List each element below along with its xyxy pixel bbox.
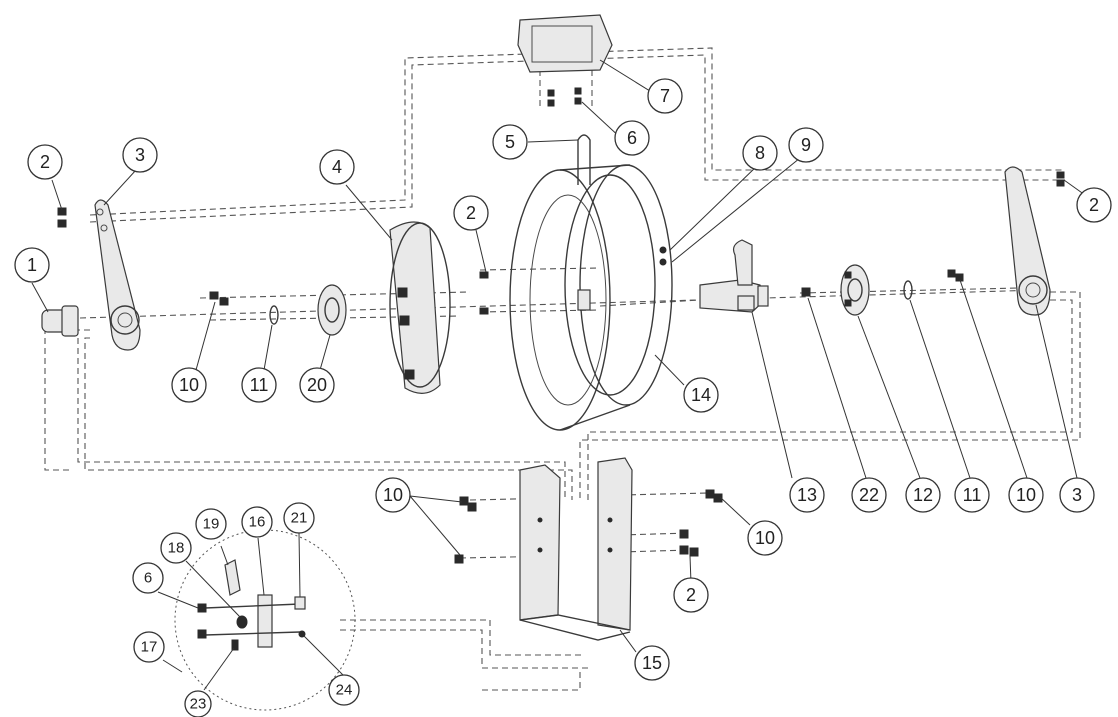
callout-10: 10 (1008, 477, 1044, 513)
callout-10: 10 (747, 520, 783, 556)
callout-17: 17 (133, 631, 165, 663)
callout-10: 10 (171, 367, 207, 403)
callout-20: 20 (299, 367, 335, 403)
part-bolts-10-left (209, 291, 229, 306)
callout-label: 11 (250, 375, 269, 395)
callout-3: 3 (122, 137, 158, 173)
callout-9: 9 (788, 127, 824, 163)
callout-label: 3 (135, 145, 145, 165)
callout-label: 17 (141, 639, 158, 656)
leader-lines (31, 59, 1086, 691)
callout-label: 6 (144, 570, 152, 587)
callout-14: 14 (683, 377, 719, 413)
callout-label: 18 (168, 540, 185, 557)
callout-2: 2 (673, 577, 709, 613)
part-reel-drum (479, 164, 673, 431)
callout-19: 19 (195, 508, 227, 540)
callout-1: 1 (14, 247, 50, 283)
callout-6: 6 (132, 562, 164, 594)
callout-label: 10 (179, 375, 199, 395)
callout-2: 2 (1076, 187, 1112, 223)
callout-label: 10 (755, 528, 775, 548)
callout-label: 5 (505, 132, 515, 152)
callout-label: 23 (190, 696, 207, 713)
part-inlet-fitting (41, 305, 79, 337)
callout-12: 12 (905, 477, 941, 513)
callout-4: 4 (319, 149, 355, 185)
callout-label: 8 (755, 143, 765, 163)
part-side-plate (389, 221, 451, 394)
callout-10: 10 (375, 477, 411, 513)
callout-8: 8 (742, 135, 778, 171)
callout-6: 6 (614, 120, 650, 156)
callout-label: 15 (642, 653, 662, 673)
callout-label: 21 (291, 510, 308, 527)
callout-13: 13 (789, 477, 825, 513)
callout-label: 3 (1072, 485, 1082, 505)
callout-2: 2 (453, 195, 489, 231)
part-oring-right (903, 280, 913, 300)
detail-view-circle (174, 529, 356, 711)
callout-2: 2 (27, 144, 63, 180)
callout-label: 19 (203, 516, 220, 533)
callout-label: 13 (797, 485, 817, 505)
callout-11: 11 (241, 367, 277, 403)
callout-label: 20 (307, 375, 327, 395)
part-bolts-10-right (947, 269, 964, 282)
part-swivel-housing (699, 239, 769, 313)
part-stand (454, 457, 723, 641)
part-oring-left (269, 305, 279, 325)
callout-label: 16 (249, 514, 266, 531)
callout-label: 12 (913, 485, 933, 505)
part-nut-22 (801, 287, 811, 297)
callout-label: 10 (383, 485, 403, 505)
callout-3: 3 (1059, 477, 1095, 513)
callout-15: 15 (634, 645, 670, 681)
callout-22: 22 (851, 477, 887, 513)
assembly-dashed-lines (44, 47, 1081, 691)
callout-label: 4 (332, 157, 342, 177)
callout-24: 24 (328, 674, 360, 706)
callout-label: 7 (660, 86, 670, 106)
callout-18: 18 (160, 532, 192, 564)
part-top-bracket (517, 14, 613, 107)
callout-7: 7 (647, 78, 683, 114)
callout-label: 6 (627, 128, 637, 148)
callout-label: 22 (859, 485, 879, 505)
part-bolts-left (57, 207, 67, 228)
callout-label: 2 (1089, 195, 1099, 215)
callout-11: 11 (954, 477, 990, 513)
callout-label: 2 (40, 152, 50, 172)
callout-label: 11 (963, 485, 982, 505)
part-flange-12 (840, 264, 870, 316)
part-flange-20 (317, 284, 347, 336)
part-left-arm (94, 199, 141, 351)
callout-21: 21 (283, 502, 315, 534)
callout-16: 16 (241, 506, 273, 538)
callout-label: 2 (686, 585, 696, 605)
part-bolts-right (1056, 171, 1065, 187)
callout-label: 14 (691, 385, 711, 405)
callout-label: 1 (27, 255, 37, 275)
callout-label: 10 (1016, 485, 1036, 505)
callout-5: 5 (492, 124, 528, 160)
callout-label: 24 (336, 682, 353, 699)
callout-23: 23 (184, 690, 212, 717)
part-u-bolt (577, 134, 591, 185)
part-right-arm (1004, 166, 1051, 316)
callout-label: 9 (801, 135, 811, 155)
callout-label: 2 (466, 203, 476, 223)
